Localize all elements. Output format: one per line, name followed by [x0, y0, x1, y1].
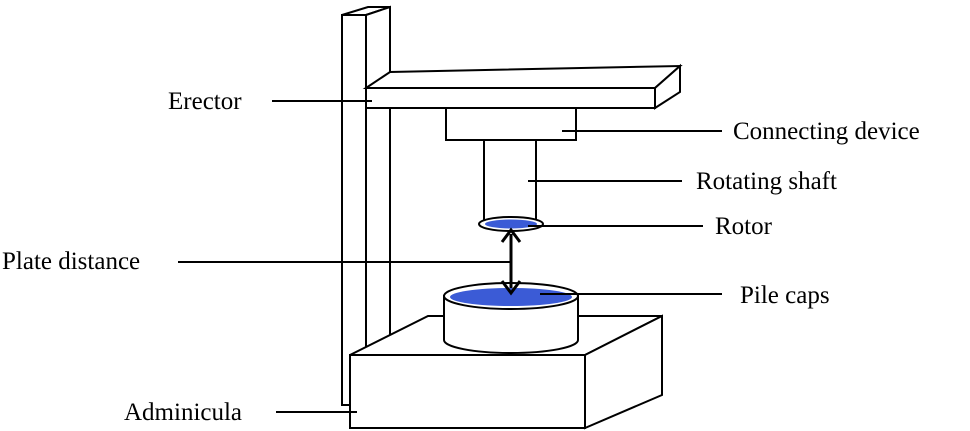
connecting-device-label: Connecting device	[733, 118, 920, 145]
adminicula-label: Adminicula	[124, 399, 243, 426]
erector-arm	[362, 63, 683, 110]
rotor-label: Rotor	[715, 213, 772, 240]
erector-label: Erector	[168, 88, 242, 115]
rotating-shaft	[483, 139, 537, 223]
rotor-liquid	[485, 219, 537, 229]
plate-distance-label: Plate distance	[2, 248, 141, 275]
connecting-device	[445, 107, 577, 141]
pile-caps	[443, 282, 579, 354]
pile-caps-label: Pile caps	[740, 282, 830, 309]
pile-caps-liquid	[450, 288, 572, 306]
rotating-shaft-label: Rotating shaft	[696, 168, 837, 195]
